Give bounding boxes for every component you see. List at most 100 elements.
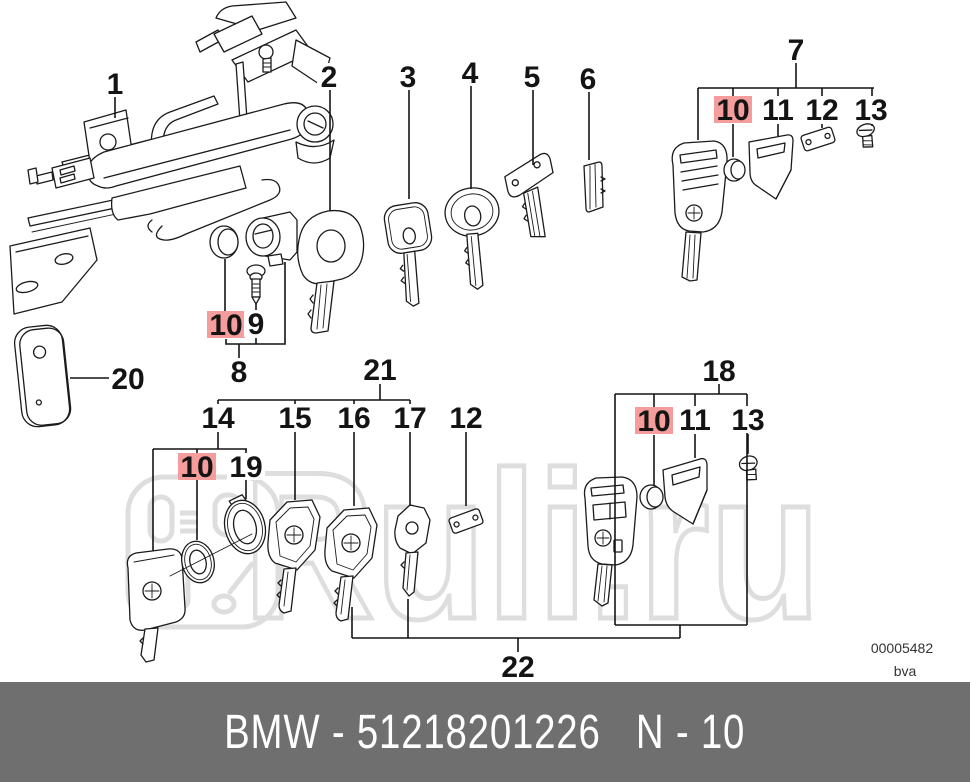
callout-label: 8 bbox=[231, 356, 248, 389]
callout-1: 1 bbox=[103, 68, 127, 101]
callout-13: 13 bbox=[852, 94, 890, 127]
label-background bbox=[227, 358, 251, 385]
footer-quantity-code: N - 10 bbox=[636, 705, 746, 759]
callout-10-highlighted: 10 bbox=[207, 309, 245, 342]
callout-14: 14 bbox=[199, 402, 237, 435]
callout-13: 13 bbox=[729, 404, 767, 437]
callout-label: 15 bbox=[278, 402, 311, 435]
part-remote-key-18 bbox=[583, 476, 638, 607]
part-cap-mid-right bbox=[639, 484, 664, 510]
label-background bbox=[227, 453, 265, 480]
callout-label: 13 bbox=[854, 94, 887, 127]
label-background bbox=[729, 406, 767, 433]
highlight-box bbox=[714, 96, 752, 123]
part-screw-13-bottom bbox=[738, 455, 758, 481]
callout-label: 21 bbox=[363, 354, 396, 387]
part-cap-left bbox=[209, 225, 239, 259]
callout-8: 8 bbox=[227, 356, 251, 389]
label-background bbox=[499, 653, 537, 680]
part-key-4 bbox=[444, 187, 500, 290]
callout-12: 12 bbox=[447, 402, 485, 435]
callout-label: 10 bbox=[716, 94, 749, 127]
part-key-5 bbox=[504, 152, 554, 238]
callout-label: 17 bbox=[393, 402, 426, 435]
callout-label: 12 bbox=[449, 402, 482, 435]
label-background bbox=[520, 63, 544, 90]
callout-16: 16 bbox=[335, 402, 373, 435]
part-key-3 bbox=[383, 202, 433, 307]
footer-part-number: BMW - 51218201226 bbox=[224, 705, 601, 759]
callout-15: 15 bbox=[276, 402, 314, 435]
callout-6: 6 bbox=[576, 63, 600, 96]
callout-9: 9 bbox=[244, 308, 268, 341]
callout-7: 7 bbox=[784, 34, 808, 67]
part-ring-19 bbox=[223, 494, 267, 555]
callout-label: 20 bbox=[111, 363, 144, 396]
callout-label: 10 bbox=[180, 451, 213, 484]
callout-label: 3 bbox=[400, 61, 417, 94]
part-key-2 bbox=[297, 209, 365, 334]
callout-label: 5 bbox=[524, 61, 541, 94]
callout-label: 14 bbox=[201, 402, 235, 435]
callout-19: 19 bbox=[227, 451, 265, 484]
label-background bbox=[109, 365, 147, 392]
part-screw-13-top bbox=[856, 123, 875, 148]
doc-number: 00005482 bbox=[871, 640, 934, 656]
highlight-box bbox=[207, 311, 245, 338]
footer-text: BMW - 51218201226 N - 10 bbox=[224, 705, 745, 760]
part-plate-12-bottom bbox=[448, 508, 484, 534]
callout-11: 11 bbox=[759, 94, 797, 127]
callout-4: 4 bbox=[458, 57, 482, 90]
part-cover-pad bbox=[13, 324, 72, 428]
callout-label: 10 bbox=[209, 309, 242, 342]
part-plate-12-top bbox=[800, 126, 836, 152]
callout-label: 19 bbox=[229, 451, 262, 484]
callout-17: 17 bbox=[391, 402, 429, 435]
footer-bar: BMW - 51218201226 N - 10 bbox=[0, 682, 970, 782]
label-background bbox=[447, 404, 485, 431]
callout-label: 10 bbox=[637, 405, 670, 438]
doc-code: bva bbox=[894, 663, 917, 679]
label-background bbox=[784, 36, 808, 63]
callout-label: 9 bbox=[248, 308, 265, 341]
callout-label: 18 bbox=[702, 355, 735, 388]
callout-label: 6 bbox=[580, 63, 597, 96]
part-key-14 bbox=[126, 548, 186, 663]
label-background bbox=[458, 59, 482, 86]
part-cap-top-right bbox=[723, 158, 746, 182]
callout-label: 7 bbox=[788, 34, 805, 67]
part-key-17 bbox=[394, 504, 431, 597]
label-background bbox=[396, 63, 420, 90]
callout-21: 21 bbox=[361, 354, 399, 387]
callout-10-highlighted: 10 bbox=[178, 451, 216, 484]
callout-12: 12 bbox=[803, 94, 841, 127]
part-key-6 bbox=[583, 161, 606, 213]
highlight-box bbox=[178, 453, 216, 480]
callout-label: 11 bbox=[762, 94, 794, 127]
label-background bbox=[852, 96, 890, 123]
callout-2: 2 bbox=[317, 61, 341, 94]
callout-label: 16 bbox=[337, 402, 370, 435]
callout-lines bbox=[70, 62, 874, 652]
callout-5: 5 bbox=[520, 61, 544, 94]
label-background bbox=[317, 63, 341, 90]
label-background bbox=[391, 404, 429, 431]
callout-label: 4 bbox=[462, 57, 479, 90]
assembly-axis-line bbox=[169, 533, 253, 577]
callout-label: 11 bbox=[679, 404, 711, 437]
callout-18: 18 bbox=[700, 355, 738, 388]
callout-11: 11 bbox=[676, 404, 714, 437]
label-background bbox=[199, 404, 237, 431]
label-background bbox=[335, 404, 373, 431]
callout-22: 22 bbox=[499, 651, 537, 684]
label-background bbox=[103, 70, 127, 97]
callout-label: 2 bbox=[321, 61, 338, 94]
part-trim-11-bottom bbox=[662, 457, 708, 525]
label-background bbox=[803, 96, 841, 123]
part-remote-key-7 bbox=[671, 140, 728, 282]
highlight-box bbox=[635, 407, 673, 434]
callout-label: 22 bbox=[501, 651, 534, 684]
